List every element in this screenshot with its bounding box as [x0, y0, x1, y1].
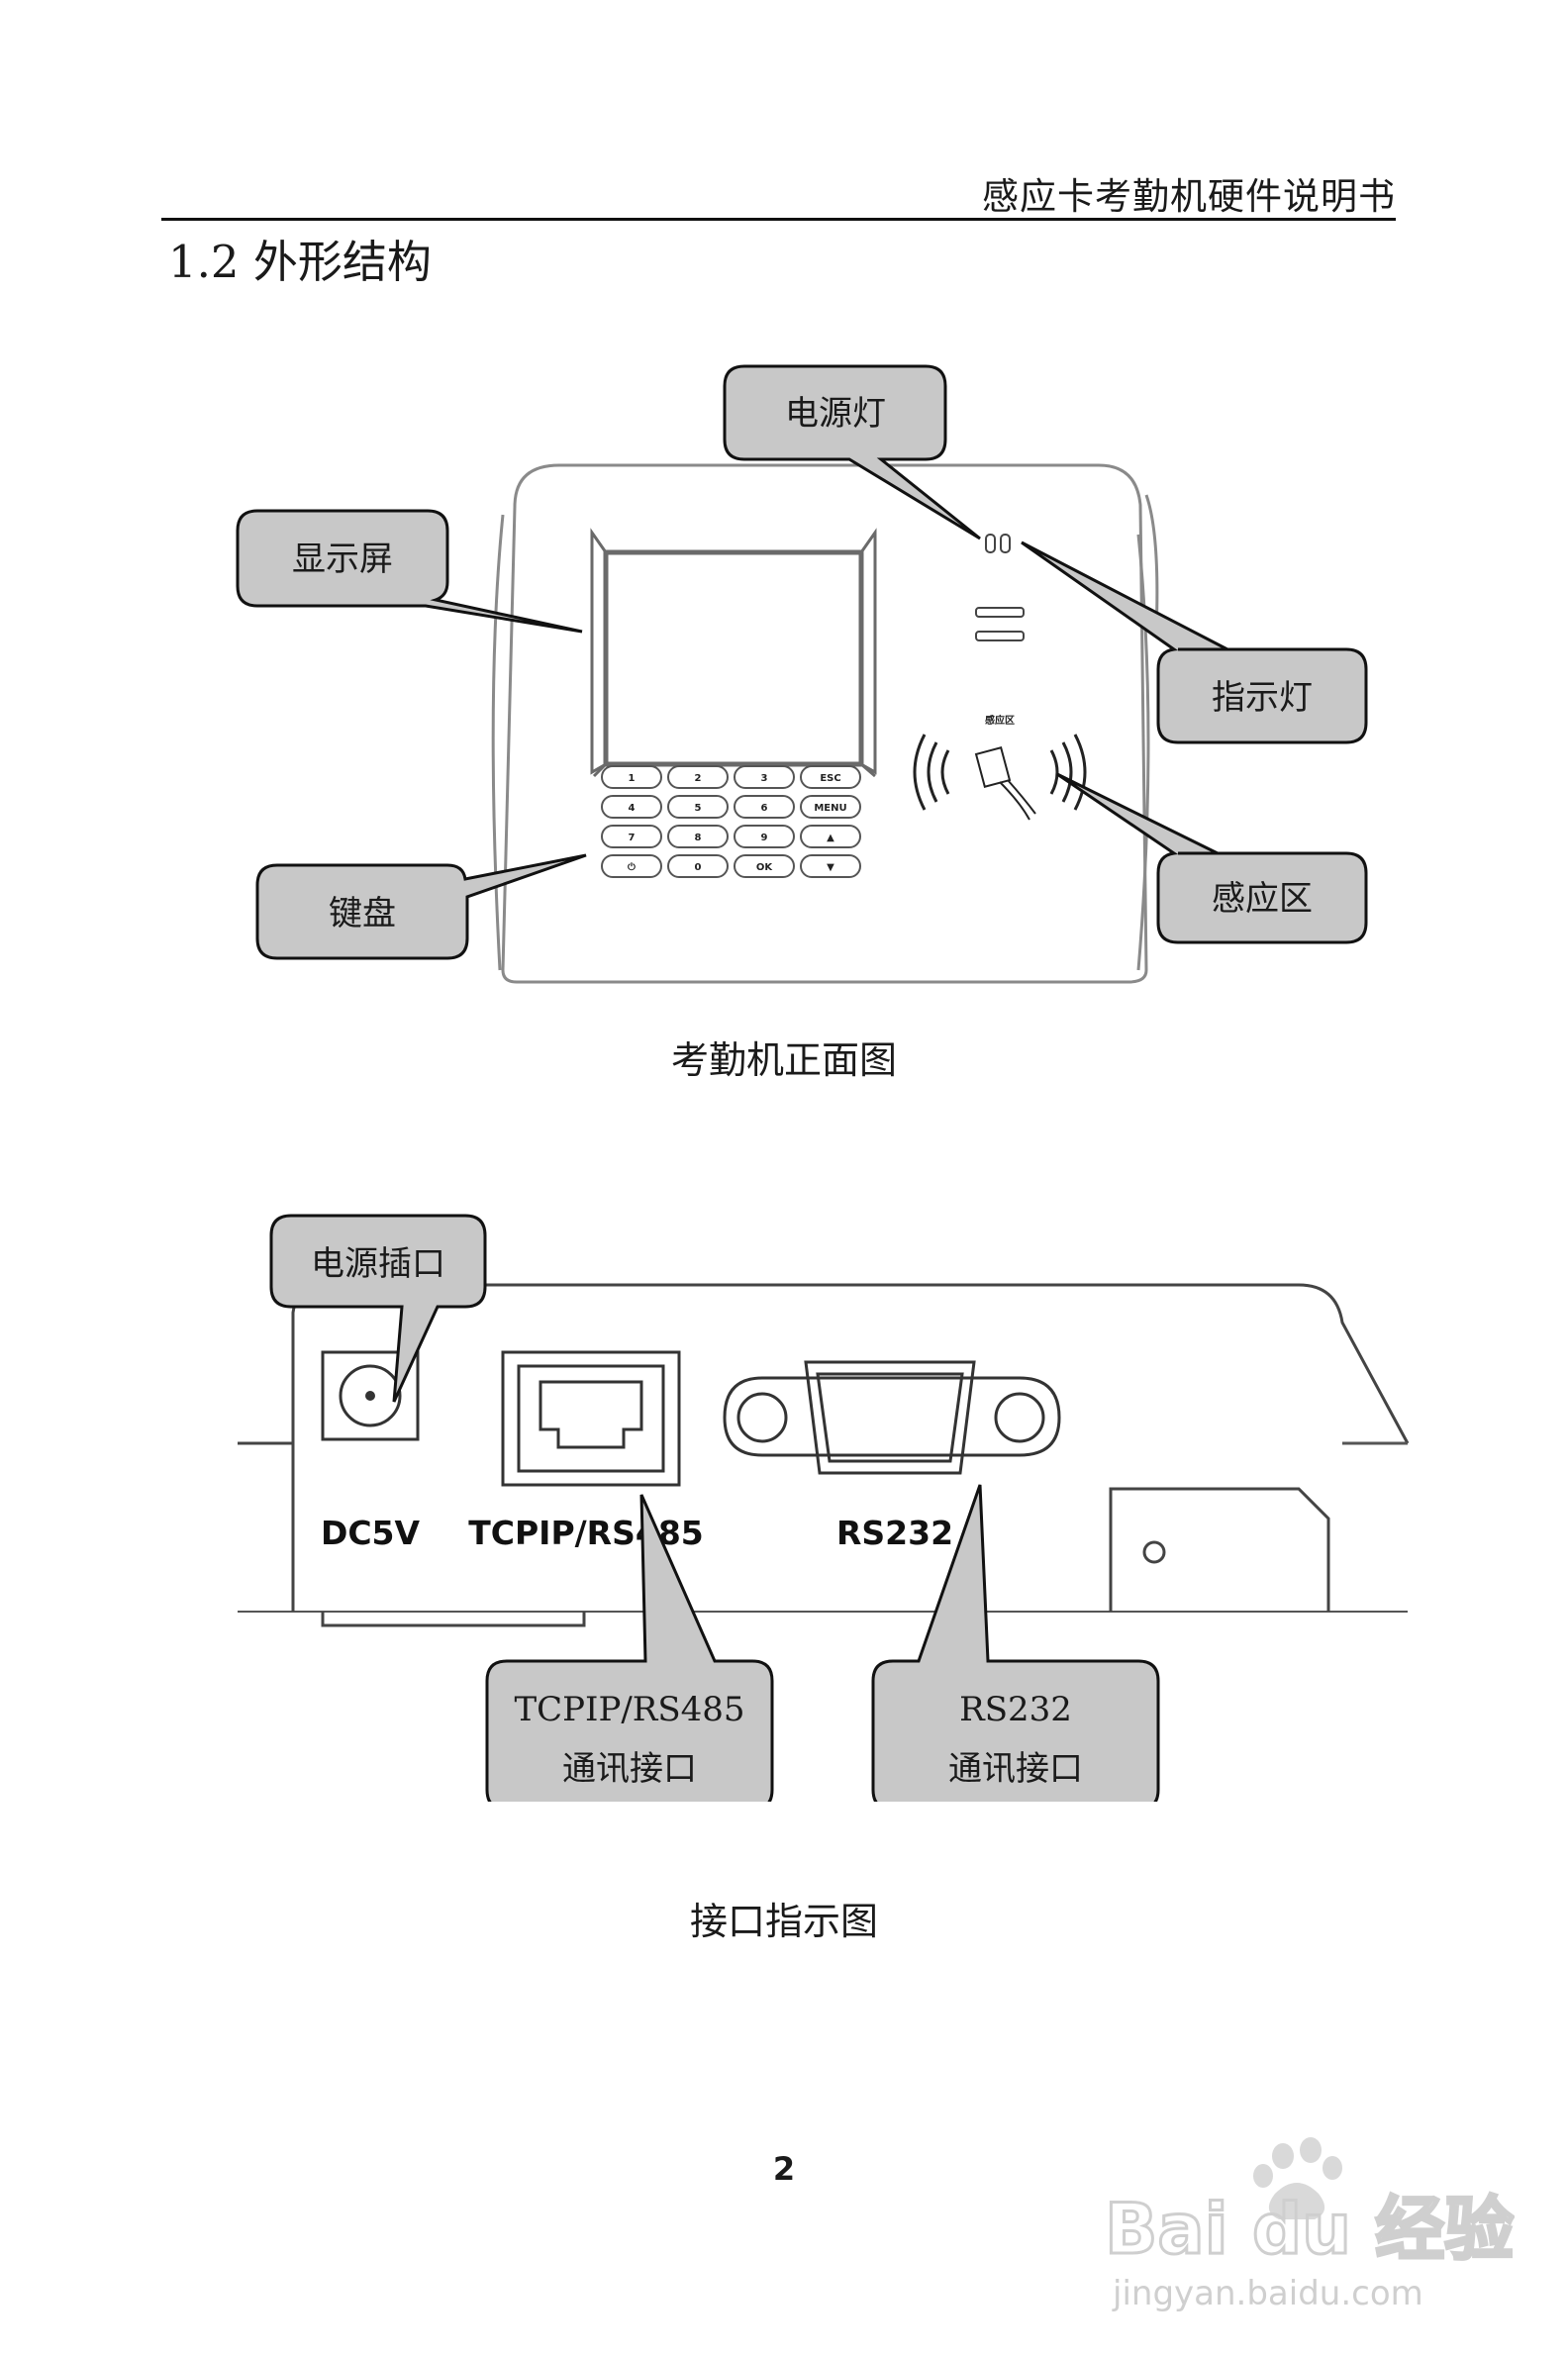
keypad-key-label: 7 [629, 833, 636, 843]
rs232-port-label: RS232 [836, 1514, 953, 1552]
callout-rs232: RS232 通讯接口 [871, 1484, 1160, 1802]
header-title: 感应卡考勤机硬件说明书 [982, 175, 1396, 218]
keypad-key-label: 0 [695, 862, 702, 873]
keypad-key-label: 3 [761, 773, 768, 784]
keypad-key-outline [667, 765, 729, 789]
keypad-key[interactable]: 4 [601, 795, 662, 819]
callout-display-label: 显示屏 [292, 540, 393, 579]
keypad-key[interactable]: 5 [667, 795, 729, 819]
keypad-key-label: ⏻ [628, 861, 636, 873]
keypad-key-label: 1 [629, 773, 636, 784]
keypad-key-outline [800, 825, 861, 848]
display-screen [590, 528, 877, 778]
callout-indicator: 指示灯 [1021, 540, 1368, 744]
callout-tcpip: TCPIP/RS485 通讯接口 [485, 1494, 774, 1802]
interface-caption: 接口指示图 [689, 1900, 878, 1943]
keypad-key[interactable]: 7 [601, 825, 662, 848]
keypad-key-outline [601, 765, 662, 789]
callout-keypad: 键盘 [255, 853, 587, 960]
callout-power-light: 电源灯 [723, 364, 981, 540]
keypad: 1 2 3 ESC 4 5 6 MENU 7 8 9 ▲ ⏻ 0 OK ▼ [601, 765, 861, 878]
power-light [985, 534, 1011, 553]
paw-logo-icon [1253, 2137, 1342, 2219]
keypad-key[interactable]: ESC [800, 765, 861, 789]
indicator-light [975, 607, 1025, 641]
keypad-key-label: 9 [761, 833, 768, 843]
keypad-key[interactable]: 0 [667, 854, 729, 878]
callout-rs232-line1: RS232 [959, 1690, 1072, 1729]
keypad-key[interactable]: 3 [734, 765, 795, 789]
keypad-key-outline [667, 795, 729, 819]
keypad-key[interactable]: ▼ [800, 854, 861, 878]
keypad-key-label: 2 [695, 773, 702, 784]
callout-tcpip-line2: 通讯接口 [562, 1749, 697, 1789]
baidu-jingyan-watermark: Bai du 经验 jingyan.baidu.com [1104, 2137, 1515, 2313]
tcpip-rs485-port [501, 1350, 681, 1487]
keypad-key-outline [734, 765, 795, 789]
sensing-area-device-label: 感应区 [985, 714, 1015, 727]
dc-port-label: DC5V [321, 1514, 421, 1552]
keypad-key-label: 5 [695, 803, 702, 814]
keypad-key-label: MENU [814, 803, 846, 814]
header-divider [161, 218, 1396, 221]
keypad-key-outline [734, 795, 795, 819]
keypad-key-label: ▲ [827, 833, 834, 843]
callout-power-light-label: 电源灯 [785, 394, 886, 434]
keypad-key-label: ▼ [827, 862, 834, 873]
page-number: 2 [772, 2150, 796, 2188]
dc-power-jack [321, 1350, 420, 1441]
keypad-key-outline [800, 795, 861, 819]
watermark-brand: Bai du 经验 [1105, 2189, 1514, 2270]
front-view-caption: 考勤机正面图 [670, 1038, 897, 1082]
callout-indicator-label: 指示灯 [1212, 678, 1313, 718]
sensing-area: 感应区 [913, 714, 1087, 821]
interface-figure: DC5V TCPIP/RS485 RS232 电源插口 TCPIP/RS485 … [238, 1214, 1410, 1802]
keypad-key-outline [601, 854, 662, 878]
keypad-key-outline [601, 795, 662, 819]
keypad-key[interactable]: ⏻ [601, 854, 662, 878]
keypad-key-outline [800, 765, 861, 789]
keypad-key-label: 8 [695, 833, 702, 843]
keypad-key-outline [734, 825, 795, 848]
watermark-url: jingyan.baidu.com [1112, 2274, 1423, 2313]
callout-power-jack-label: 电源插口 [311, 1244, 445, 1284]
keypad-key[interactable]: ▲ [800, 825, 861, 848]
keypad-key[interactable]: 2 [667, 765, 729, 789]
keypad-key-label: 4 [629, 803, 636, 814]
callout-tcpip-line1: TCPIP/RS485 [514, 1690, 744, 1729]
keypad-key[interactable]: 9 [734, 825, 795, 848]
section-title: 1.2 外形结构 [168, 236, 432, 288]
keypad-key[interactable]: 6 [734, 795, 795, 819]
keypad-key-label: ESC [820, 773, 840, 784]
keypad-key-outline [667, 854, 729, 878]
callout-keypad-label: 键盘 [329, 894, 396, 933]
keypad-key-outline [601, 825, 662, 848]
front-view-figure: 1 2 3 ESC 4 5 6 MENU 7 8 9 ▲ ⏻ 0 OK ▼ 感应区 [236, 364, 1368, 984]
keypad-key[interactable]: 8 [667, 825, 729, 848]
keypad-key-outline [667, 825, 729, 848]
callout-rs232-line2: 通讯接口 [948, 1749, 1083, 1789]
callout-power-jack: 电源插口 [269, 1214, 487, 1403]
tcpip-port-label: TCPIP/RS485 [468, 1514, 704, 1552]
keypad-key[interactable]: OK [734, 854, 795, 878]
keypad-key[interactable]: 1 [601, 765, 662, 789]
callout-sensing-area: 感应区 [1056, 772, 1368, 944]
keypad-key-label: 6 [761, 803, 768, 814]
keypad-key-outline [800, 854, 861, 878]
rs232-port [723, 1360, 1061, 1475]
callout-display: 显示屏 [236, 509, 583, 634]
keypad-key-label: OK [756, 862, 774, 873]
callout-sensing-area-label: 感应区 [1212, 879, 1313, 919]
keypad-key-outline [734, 854, 795, 878]
keypad-key[interactable]: MENU [800, 795, 861, 819]
